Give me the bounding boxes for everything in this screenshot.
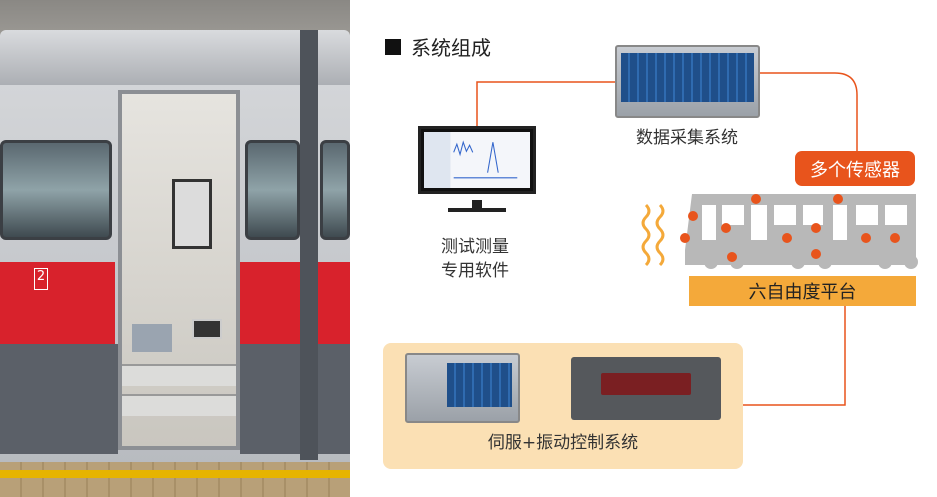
lower-panel: [240, 344, 350, 454]
software-label-line2: 专用软件: [441, 261, 509, 281]
monitor-stand: [472, 200, 482, 210]
section-title: 系统组成: [385, 32, 491, 61]
software-label: 测试测量专用软件: [420, 235, 530, 283]
monitor-base: [448, 208, 506, 212]
platform-label: 六自由度平台: [689, 276, 916, 306]
lower-panel: [0, 344, 118, 454]
station-platform: [0, 462, 350, 497]
laptop: [192, 319, 222, 339]
monitor-image: [418, 126, 536, 194]
software-label-line1: 测试测量: [441, 237, 509, 257]
daq-image: [615, 45, 760, 118]
step: [122, 364, 236, 386]
car-gap: [300, 30, 318, 460]
line-software-daq: [476, 81, 615, 126]
red-band: [0, 262, 115, 344]
train-window: [245, 140, 300, 240]
vibration-icon: [641, 203, 665, 267]
daq-label: 数据采集系统: [636, 128, 738, 148]
train-window: [0, 140, 112, 240]
car-number: 2: [34, 268, 48, 290]
open-door: [118, 90, 240, 450]
train-diagram: [680, 194, 918, 269]
platform-stripe: [0, 470, 350, 478]
red-band: [240, 262, 300, 344]
train-door-photo: 2: [0, 0, 350, 497]
controller-image: [405, 353, 520, 423]
control-system-label: 伺服+振动控制系统: [487, 433, 639, 453]
step: [122, 394, 236, 416]
train-window: [320, 140, 350, 240]
sensor-dots: [680, 194, 900, 262]
amplifier-image: [571, 357, 721, 420]
line-daq-sensors: [760, 72, 858, 151]
title-text: 系统组成: [411, 36, 491, 60]
red-band: [318, 262, 350, 344]
train-roof: [0, 30, 350, 90]
control-system-box: 伺服+振动控制系统: [383, 343, 743, 469]
sensors-badge: 多个传感器: [795, 151, 915, 186]
line-platform-control: [743, 306, 846, 406]
equipment: [132, 324, 172, 352]
square-bullet-icon: [385, 38, 401, 55]
interior-window: [172, 179, 212, 249]
